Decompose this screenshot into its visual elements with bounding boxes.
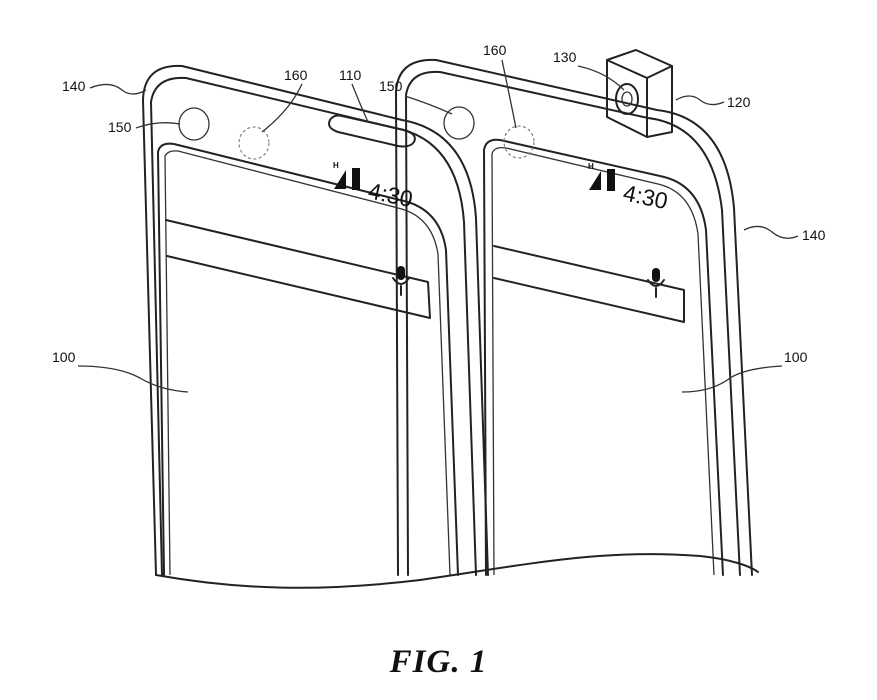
right-battery-icon (607, 169, 615, 191)
right-sensor-160 (503, 125, 535, 159)
right-phone-screen-bezel-inner (491, 146, 715, 576)
right-phone-screen-bezel-outer (483, 138, 724, 576)
ref-140-left: 140 (62, 78, 86, 94)
reference-numerals: 140 150 160 110 150 160 130 120 140 100 … (52, 42, 826, 393)
left-search-bar (165, 219, 431, 319)
left-signal-icon (334, 170, 346, 189)
right-phone-outer-edge (395, 58, 753, 576)
left-phone: H 4:30 (142, 64, 489, 576)
left-phone-inner-edge (150, 76, 477, 576)
ref-150-left: 150 (108, 119, 132, 135)
left-phone-outer-edge (142, 64, 489, 576)
ref-160-right: 160 (483, 42, 507, 58)
left-battery-icon (352, 168, 360, 190)
leader-100-left (77, 365, 189, 393)
leader-160-right (501, 59, 517, 129)
left-microphone-icon (392, 266, 410, 296)
ref-120: 120 (727, 94, 751, 110)
right-network-indicator: H (588, 162, 594, 171)
right-signal-icon (589, 171, 601, 190)
leader-130 (577, 65, 625, 91)
ref-110: 110 (339, 67, 362, 83)
right-search-bar (493, 245, 685, 323)
leader-150-left (135, 122, 181, 129)
left-phone-screen-bezel-outer (157, 142, 459, 576)
leader-120 (675, 95, 725, 106)
leader-150-right (404, 95, 453, 115)
ref-100-right: 100 (784, 349, 808, 365)
left-phone-screen-bezel-inner (164, 150, 451, 576)
ref-140-right: 140 (802, 227, 826, 243)
ref-130: 130 (553, 49, 577, 65)
leader-100-right (681, 365, 783, 393)
right-microphone-icon (647, 268, 665, 298)
left-network-indicator: H (333, 161, 339, 170)
left-status-icons: H 4:30 (333, 161, 415, 212)
leader-110 (351, 83, 369, 123)
leader-160-left (261, 83, 303, 133)
ref-100-left: 100 (52, 349, 76, 365)
figure-caption: FIG. 1 (389, 644, 488, 680)
left-clock: 4:30 (366, 177, 415, 212)
ref-160-left: 160 (284, 67, 308, 83)
right-phone-inner-edge (405, 70, 741, 576)
popup-camera-lens (615, 83, 639, 115)
left-sensor-160 (238, 126, 270, 160)
leader-140-right (743, 225, 799, 239)
left-sensor-150 (178, 107, 210, 141)
ref-150-right: 150 (379, 78, 403, 94)
leader-140-left (89, 83, 147, 95)
break-line (155, 553, 759, 589)
popup-camera-module (606, 49, 673, 138)
notch (328, 114, 416, 148)
right-sensor-150 (443, 106, 475, 140)
right-phone: H 4:30 (395, 49, 753, 576)
